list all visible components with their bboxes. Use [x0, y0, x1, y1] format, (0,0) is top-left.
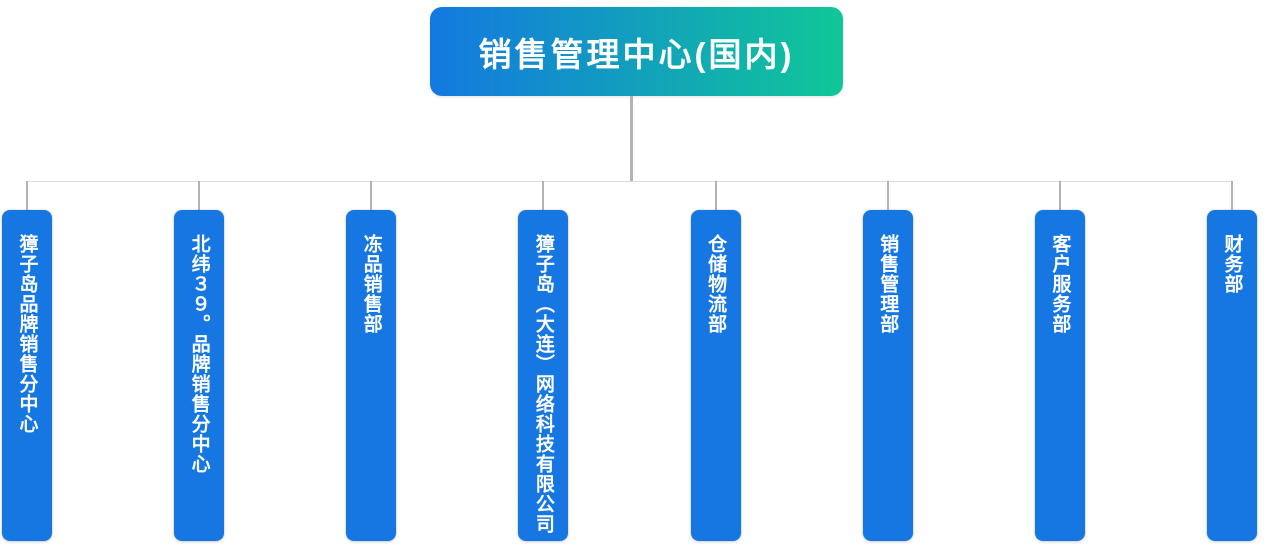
- department-label: 仓储物流部: [705, 234, 727, 334]
- department-connector-stub: [886, 181, 889, 210]
- department-label: 獐子岛品牌销售分中心: [16, 234, 38, 434]
- department-node: 北纬３９。品牌销售分中心: [174, 181, 225, 541]
- department-connector-stub: [1230, 181, 1233, 210]
- department-box: 客户服务部: [1034, 210, 1085, 541]
- department-box: 仓储物流部: [690, 210, 741, 541]
- department-label: 财务部: [1221, 234, 1243, 294]
- department-label: 獐子岛（大连）网络科技有限公司: [532, 234, 554, 534]
- department-box: 销售管理部: [862, 210, 913, 541]
- department-label: 客户服务部: [1049, 234, 1071, 334]
- department-connector-stub: [1058, 181, 1061, 210]
- department-node: 獐子岛（大连）网络科技有限公司: [518, 181, 569, 541]
- department-box: 北纬３９。品牌销售分中心: [174, 210, 225, 541]
- department-node: 销售管理部: [862, 181, 913, 541]
- department-connector-stub: [542, 181, 545, 210]
- department-node: 仓储物流部: [690, 181, 741, 541]
- root-node-label: 销售管理中心(国内): [478, 35, 795, 73]
- department-box: 冻品销售部: [346, 210, 397, 541]
- departments-row: 獐子岛品牌销售分中心 北纬３９。品牌销售分中心 冻品销售部 獐子岛（大连）网络科…: [2, 181, 1257, 541]
- department-box: 财务部: [1206, 210, 1257, 541]
- department-label: 冻品销售部: [360, 234, 382, 334]
- department-label: 销售管理部: [877, 234, 899, 334]
- department-node: 獐子岛品牌销售分中心: [2, 181, 52, 541]
- department-box: 獐子岛（大连）网络科技有限公司: [518, 210, 569, 541]
- root-connector-line: [630, 96, 633, 181]
- department-node: 冻品销售部: [346, 181, 397, 541]
- department-box: 獐子岛品牌销售分中心: [2, 210, 52, 541]
- department-connector-stub: [198, 181, 201, 210]
- department-connector-stub: [714, 181, 717, 210]
- department-connector-stub: [370, 181, 373, 210]
- org-chart-root-node: 销售管理中心(国内): [430, 7, 843, 96]
- department-label: 北纬３９。品牌销售分中心: [188, 234, 210, 474]
- department-connector-stub: [26, 181, 28, 210]
- department-node: 财务部: [1206, 181, 1257, 541]
- department-node: 客户服务部: [1034, 181, 1085, 541]
- horizontal-connector-line: [26, 181, 1232, 182]
